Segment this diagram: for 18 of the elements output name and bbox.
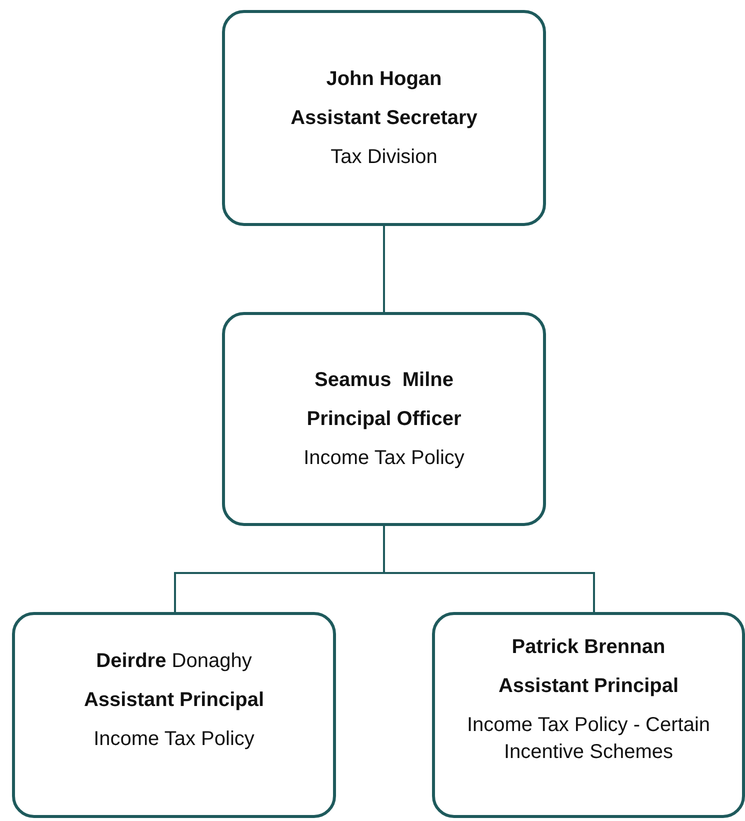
org-text: Income Tax Policy - Certain Incentive Schemes <box>466 713 712 765</box>
org-text: Assistant Principal <box>84 688 264 712</box>
connector-line <box>383 526 595 612</box>
org-box <box>432 612 745 818</box>
org-box <box>12 612 336 818</box>
org-box <box>222 10 546 226</box>
connector-line <box>383 226 385 312</box>
org-box <box>222 312 546 526</box>
org-text: Principal Officer <box>306 406 462 432</box>
org-text: Tax Division <box>330 144 438 170</box>
org-text: Seamus Milne <box>314 368 454 392</box>
org-text: Income Tax Policy <box>94 726 254 752</box>
org-text: Income Tax Policy <box>304 446 464 470</box>
org-text: Deirdre Donaghy <box>96 648 252 674</box>
org-text: Assistant Principal <box>498 674 679 699</box>
org-text: Assistant Secretary <box>290 106 478 130</box>
org-text: Patrick Brennan <box>512 635 666 660</box>
org-text: John Hogan <box>326 66 442 92</box>
